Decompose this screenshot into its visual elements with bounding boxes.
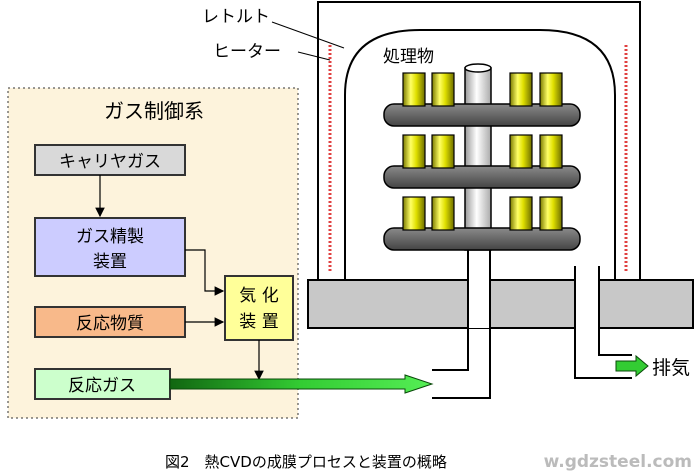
carrier-gas-box bbox=[34, 144, 186, 176]
workpiece-cylinder bbox=[402, 196, 426, 231]
vaporizer-label-2: 装 置 bbox=[239, 312, 278, 332]
vaporizer-box bbox=[224, 275, 294, 341]
tray bbox=[383, 165, 581, 189]
retort-leader-line bbox=[271, 21, 345, 49]
arrow-right-icon bbox=[615, 354, 649, 378]
workpiece-label: 処理物 bbox=[383, 47, 434, 67]
furnace-base bbox=[307, 279, 694, 329]
retort-label: レトルト bbox=[202, 7, 270, 27]
reactant-box bbox=[34, 306, 186, 338]
workpiece-cylinder bbox=[539, 134, 563, 169]
reaction-gas-box bbox=[34, 368, 171, 400]
center-rod-top bbox=[464, 63, 492, 73]
reactant-label: 反応物質 bbox=[76, 314, 144, 334]
heater-leader-line bbox=[297, 51, 331, 61]
refine-to-vaporizer-arrow bbox=[185, 249, 225, 296]
center-rod bbox=[464, 67, 492, 251]
exhaust-label: 排気 bbox=[652, 357, 690, 379]
workpiece-cylinder bbox=[509, 72, 533, 107]
heater-label: ヒーター bbox=[213, 42, 281, 62]
workpiece-cylinder bbox=[431, 134, 455, 169]
workpiece-cylinder bbox=[402, 134, 426, 169]
workpiece-cylinder bbox=[402, 72, 426, 107]
workpiece-cylinder bbox=[509, 134, 533, 169]
workpiece-cylinder bbox=[539, 72, 563, 107]
watermark: w.gdzsteel.com bbox=[544, 452, 692, 472]
tray bbox=[383, 227, 581, 251]
workpiece-cylinder bbox=[431, 72, 455, 107]
gas-refine-box bbox=[34, 217, 186, 277]
workpiece-cylinder bbox=[539, 196, 563, 231]
tray-stack bbox=[383, 72, 581, 251]
gas-refine-label-2: 装置 bbox=[93, 252, 127, 272]
carrier-gas-label: キャリヤガス bbox=[59, 152, 161, 172]
vaporizer-label-1: 気 化 bbox=[239, 286, 278, 306]
tray bbox=[383, 103, 581, 127]
workpiece-cylinder bbox=[509, 196, 533, 231]
reaction-gas-label: 反応ガス bbox=[68, 376, 136, 396]
workpiece-cylinder bbox=[431, 196, 455, 231]
exhaust-pipe bbox=[574, 266, 632, 379]
figure-caption: 図2 熱CVDの成膜プロセスと装置の概略 bbox=[165, 453, 447, 471]
gas-refine-label-1: ガス精製 bbox=[76, 227, 144, 247]
gas-control-title: ガス制御系 bbox=[104, 99, 204, 123]
arrow-right-icon bbox=[169, 374, 434, 394]
